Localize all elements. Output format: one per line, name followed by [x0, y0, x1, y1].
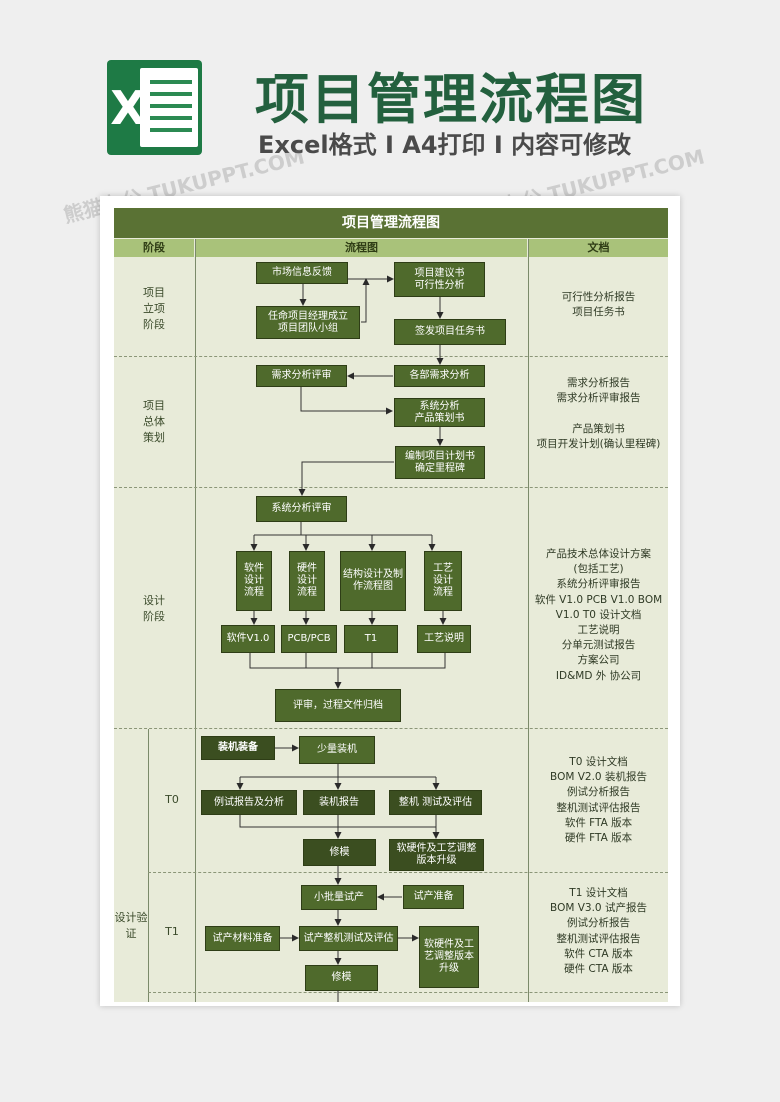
flow-box: 任命项目经理成立 项目团队小组	[256, 306, 360, 339]
flow-box: 例试报告及分析	[201, 790, 297, 815]
flow-box: 修模	[303, 839, 376, 866]
stage-label: 项目 立项 阶段	[143, 286, 165, 331]
connector	[239, 815, 436, 828]
column-header-docs: 文档	[529, 239, 668, 257]
grid-line	[114, 356, 668, 357]
grid-line	[148, 729, 149, 1002]
connector	[249, 653, 446, 669]
flow-box: 工艺说明	[417, 625, 471, 653]
excel-logo-line	[150, 116, 192, 120]
grid-line	[195, 239, 196, 1002]
doc-list: 可行性分析报告 项目任务书	[561, 291, 636, 319]
flow-box: 软硬件及工 艺调整版本 升级	[419, 926, 479, 988]
flow-box: 试产整机测试及评估	[299, 926, 398, 951]
stage-label: 项目 总体 策划	[143, 399, 165, 444]
flow-box: 试产材料准备	[205, 926, 280, 951]
flow-box: 工艺 设计 流程	[424, 551, 462, 611]
flow-box: 装机装备	[201, 736, 275, 760]
flow-box: 评审，过程文件归档	[275, 689, 401, 722]
doc-list: T1 设计文档 BOM V3.0 试产报告 例试分析报告 整机测试评估报告 软件…	[550, 887, 647, 976]
flow-box: 试产准备	[403, 885, 464, 909]
substage-label: T1	[165, 925, 179, 938]
connector	[361, 279, 367, 323]
page-subtitle: Excel格式 I A4打印 I 内容可修改	[258, 131, 632, 159]
flow-box: 软件V1.0	[221, 625, 275, 653]
flow-box: 系统分析评审	[256, 496, 347, 522]
flow-box: PCB/PCB	[281, 625, 337, 653]
flow-box: 硬件 设计 流程	[289, 551, 325, 611]
sheet-title: 项目管理流程图	[114, 208, 668, 238]
grid-line	[148, 992, 668, 993]
doc-list: T0 设计文档 BOM V2.0 装机报告 例试分析报告 整机测试评估报告 软件…	[550, 756, 647, 845]
flow-box: 签发项目任务书	[394, 319, 506, 345]
excel-logo-letter: X	[110, 81, 146, 135]
grid-line	[114, 487, 668, 488]
flow-box: 市场信息反馈	[256, 262, 348, 284]
flow-box: T1	[344, 625, 398, 653]
stage-label: 设计 阶段	[143, 594, 165, 623]
grid-line	[114, 728, 668, 729]
flow-box: 系统分析 产品策划书	[394, 398, 485, 427]
excel-logo-line	[150, 92, 192, 96]
flow-box: 项目建议书 可行性分析	[394, 262, 485, 297]
connector	[298, 461, 394, 496]
flow-box: 结构设计及制 作流程图	[340, 551, 406, 611]
doc-list: 产品技术总体设计方案 (包括工艺) 系统分析评审报告 软件 V1.0 PCB V…	[534, 548, 663, 682]
flow-box: 装机报告	[303, 790, 375, 815]
doc-list: 需求分析报告 需求分析评审报告 产品策划书 项目开发计划(确认里程碑)	[536, 377, 661, 450]
flow-box: 少量装机	[299, 736, 375, 764]
excel-logo-line	[150, 128, 192, 132]
column-header-stage: 阶段	[114, 239, 194, 257]
grid-line	[148, 872, 668, 873]
stage-label: 设计验 证	[114, 911, 148, 940]
flow-box: 软硬件及工艺调整 版本升级	[389, 839, 484, 871]
flow-box: 需求分析评审	[256, 365, 347, 387]
connector	[300, 387, 393, 415]
excel-logo-line	[150, 80, 192, 84]
flow-box: 整机 测试及评估	[389, 790, 482, 815]
flow-box: 修模	[305, 965, 378, 991]
page-title: 项目管理流程图	[255, 68, 647, 131]
column-header-flow: 流程图	[196, 239, 527, 257]
flow-box: 小批量试产	[301, 885, 377, 910]
flow-box: 软件 设计 流程	[236, 551, 272, 611]
grid-line	[528, 239, 529, 1002]
substage-label: T0	[165, 793, 179, 806]
excel-logo-line	[150, 104, 192, 108]
flow-box: 各部需求分析	[394, 365, 485, 387]
flow-box: 编制项目计划书 确定里程碑	[395, 446, 485, 479]
